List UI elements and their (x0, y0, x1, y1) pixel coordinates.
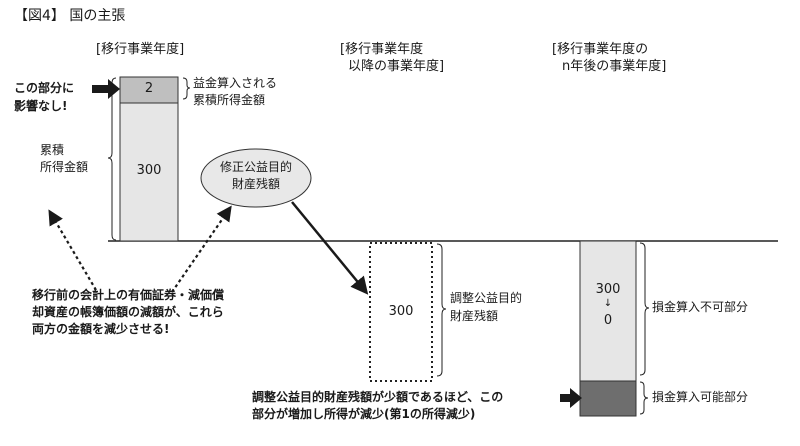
non-deductible-label: 損金算入不可部分 (652, 300, 749, 314)
column-header-subsequent-years-line1: [移行事業年度 (340, 42, 424, 57)
arrow-to-adjusted (291, 201, 369, 295)
cumulative-label-line2: 所得金額 (40, 160, 89, 174)
no-effect-arrow (100, 79, 120, 99)
taxable-label-line1: 益金算入される (193, 76, 278, 90)
no-effect-arrow-shaft (92, 85, 102, 93)
no-effect-label-line2: 影響なし! (14, 99, 68, 113)
reduction-note-line1: 移行前の会計上の有価証券・減価償 (32, 288, 225, 302)
brace-deductible (639, 381, 649, 415)
modified-balance-line1: 修正公益目的 (219, 160, 292, 174)
reduction-note-line3: 両方の金額を減少させる! (32, 322, 170, 336)
bar-top-value: 2 (144, 81, 154, 96)
final-bottom-value: 0 (603, 313, 613, 328)
final-top-value: 300 (595, 282, 621, 297)
column-header-n-years-later-line1: [移行事業年度の (552, 42, 649, 57)
modified-balance-line2: 財産残額 (231, 177, 280, 191)
adjusted-label-line2: 財産残額 (450, 309, 499, 323)
adjusted-label-line1: 調整公益目的 (450, 291, 523, 305)
dotted-arrow-to-cumulative (48, 209, 97, 291)
brace-non-deductible (639, 242, 650, 376)
increase-arrow-shaft (560, 394, 570, 402)
column-header-subsequent-years-line2: 以降の事業年度] (348, 59, 445, 74)
dotted-arrow-to-modified (171, 205, 232, 293)
adjusted-balance-box (369, 242, 433, 382)
increase-note-line1: 調整公益目的財産残額が少額であるほど、この (252, 390, 504, 404)
no-effect-label-line1: この部分に (14, 81, 75, 95)
bar-final-dark (579, 380, 637, 417)
increase-arrow (568, 388, 582, 408)
cumulative-label-line1: 累積 (40, 143, 65, 157)
column-header-transition-year: [移行事業年度] (96, 42, 185, 57)
bar-final-light (579, 240, 637, 382)
bar-bottom-value: 300 (136, 163, 162, 178)
brace-cumulative (107, 77, 117, 241)
modified-balance-ellipse (200, 148, 312, 208)
brace-adjusted (436, 243, 447, 377)
adjusted-value: 300 (388, 304, 414, 319)
increase-note-line2: 部分が増加し所得が減少(第1の所得減少) (252, 407, 476, 421)
brace-taxable (182, 77, 191, 100)
final-arrow: ↓ (603, 298, 613, 309)
column-header-n-years-later-line2: n年後の事業年度] (562, 59, 667, 74)
bar-cumulative-bottom (119, 102, 179, 242)
deductible-label: 損金算入可能部分 (652, 390, 749, 404)
taxable-label-line2: 累積所得金額 (193, 93, 266, 107)
figure-title: 【図4】 国の主張 (14, 8, 126, 24)
reduction-note-line2: 却資産の帳簿価額の減額が、これら (32, 305, 224, 319)
